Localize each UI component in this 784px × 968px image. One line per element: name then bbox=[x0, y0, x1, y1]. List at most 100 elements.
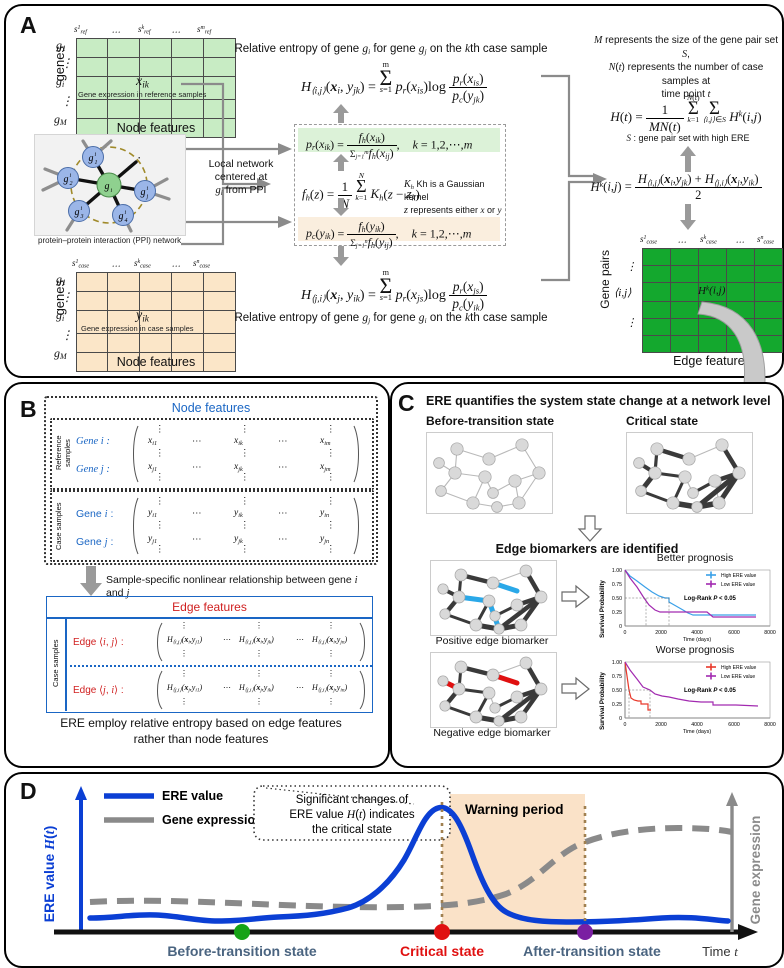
svg-text:8000: 8000 bbox=[764, 722, 776, 728]
ppi-network-graphic: ⋰ g 1 i g 2 i g 3 i g 4 i g j i g i bbox=[41, 139, 171, 233]
svg-text:4000: 4000 bbox=[691, 722, 703, 728]
case-samples-group: Case samples Gene i : Gene j : ⋮⋮⋮ yi1 ⋯… bbox=[50, 490, 374, 562]
svg-text:8000: 8000 bbox=[764, 630, 776, 636]
panel-a-connectors-left bbox=[181, 82, 271, 246]
svg-text:i: i bbox=[81, 206, 83, 212]
panel-c-title: ERE quantifies the system state change a… bbox=[426, 394, 771, 408]
svg-text:6000: 6000 bbox=[728, 630, 740, 636]
ref-col-header-2: skref bbox=[138, 24, 151, 36]
note-right-M-N: M represents the size of the gene pair s… bbox=[593, 35, 778, 100]
node-features-box: Node features Reference samples Gene i :… bbox=[44, 396, 378, 565]
case-matrix-bracket bbox=[133, 497, 359, 555]
svg-text:the critical state: the critical state bbox=[312, 824, 392, 836]
svg-text:Critical state: Critical state bbox=[400, 943, 484, 959]
formula-bottom-title: Relative entropy of gene gj for gene gi … bbox=[234, 312, 548, 326]
reference-samples-label: Reference samples bbox=[54, 435, 72, 471]
ref-col-header-4: smref bbox=[197, 24, 212, 36]
svg-text:Log-Rank P < 0.05: Log-Rank P < 0.05 bbox=[684, 688, 737, 694]
svg-text:Time (days): Time (days) bbox=[683, 637, 711, 643]
formula-top-title: Relative entropy of gene gi for gene gj … bbox=[234, 43, 548, 57]
ref-row-1-name: Gene j : bbox=[76, 464, 110, 475]
svg-text:Time t: Time t bbox=[702, 944, 738, 959]
case-row-header-0: g1 bbox=[56, 272, 66, 288]
svg-text:0: 0 bbox=[624, 630, 627, 636]
plot-better-prognosis: Better prognosis Survival Probability 1.… bbox=[596, 552, 776, 644]
network-negative-biomarker bbox=[430, 652, 557, 728]
case-samples-table bbox=[76, 272, 236, 372]
svg-text:2000: 2000 bbox=[655, 722, 667, 728]
case-samples-label: Case samples bbox=[54, 502, 63, 550]
svg-text:2: 2 bbox=[70, 181, 73, 187]
network-positive-graphic bbox=[437, 564, 548, 635]
reference-samples-table bbox=[76, 38, 236, 138]
svg-text:After-transition state: After-transition state bbox=[523, 943, 661, 959]
svg-text:1.00: 1.00 bbox=[612, 660, 622, 666]
svg-text:0.75: 0.75 bbox=[612, 582, 622, 588]
ref-row-header-0: g1 bbox=[56, 38, 66, 54]
kernel-note-line1: Kh is a Gaussian kernel bbox=[404, 179, 485, 203]
kernel-note: Kh Kh is a Gaussian kernel z represents … bbox=[404, 179, 502, 217]
arrow-down-to-pc bbox=[333, 198, 349, 216]
state-left-label: Before-transition state bbox=[426, 414, 555, 428]
svg-text:g: g bbox=[141, 187, 146, 198]
svg-text:Log-Rank P < 0.05: Log-Rank P < 0.05 bbox=[684, 596, 737, 602]
network-critical-state bbox=[626, 432, 753, 514]
ref-matrix-bracket bbox=[133, 425, 359, 483]
svg-text:i: i bbox=[95, 152, 97, 158]
ppi-network-caption: protein–protein interaction (PPI) networ… bbox=[38, 236, 182, 245]
ref-col-header-3: ⋯ bbox=[171, 27, 180, 37]
svg-text:High ERE value: High ERE value bbox=[721, 573, 757, 579]
edge-features-title: Edge features bbox=[172, 600, 247, 614]
positive-biomarker-caption: Positive edge biomarker bbox=[435, 635, 549, 647]
ref-matrix-cells: ⋮⋮⋮ xi1 ⋯ xik ⋯ xim ⋮⋮⋮ xj1 ⋯ xjk ⋯ xjm … bbox=[148, 425, 336, 483]
svg-text:4: 4 bbox=[125, 217, 128, 224]
ppi-arrow-lower bbox=[186, 216, 292, 228]
svg-text:High ERE value: High ERE value bbox=[721, 665, 757, 671]
edge-row-0-name: Edge ⟨i, j⟩ : bbox=[73, 637, 124, 648]
case-row-header-3: ⋮ bbox=[61, 328, 73, 342]
network-positive-biomarker bbox=[430, 560, 557, 636]
arrow-up-to-pr bbox=[333, 154, 349, 171]
svg-text:j: j bbox=[146, 194, 149, 200]
kernel-density-group bbox=[294, 124, 506, 246]
edge-cell-value: Hk(i,j) bbox=[698, 284, 726, 297]
svg-text:i: i bbox=[147, 186, 149, 192]
ref-row-header-1: ⋮ bbox=[61, 56, 73, 70]
better-prognosis-chart: Survival Probability 1.00 0.75 0.50 0.25… bbox=[599, 568, 776, 643]
better-prognosis-title: Better prognosis bbox=[656, 552, 734, 564]
ref-row-header-3: ⋮ bbox=[61, 94, 73, 108]
edge-matrix-cells-bottom: ⋮⋮⋮ H⟨j,i⟩(xj,yi1) ⋯ H⟨j,i⟩(xj,yik) ⋯ H⟨… bbox=[167, 669, 348, 706]
edge-col-header-1: ⋯ bbox=[677, 237, 686, 247]
panel-b: B Node features Reference samples Gene i… bbox=[4, 382, 390, 768]
ref-inner-caption: Gene expression in reference samples bbox=[78, 90, 207, 99]
state-right-label: Critical state bbox=[626, 414, 699, 428]
ref-table-caption: Node features bbox=[116, 121, 196, 135]
arrow-to-worse-prognosis bbox=[561, 676, 590, 701]
svg-text:0.50: 0.50 bbox=[612, 688, 622, 694]
edge-row-header-0: ⋮ bbox=[626, 261, 637, 273]
svg-text:0.25: 0.25 bbox=[612, 610, 622, 616]
edge-row-1-name: Edge ⟨j, i⟩ : bbox=[73, 685, 124, 696]
svg-text:Time (days): Time (days) bbox=[683, 729, 711, 735]
network-before-graphic bbox=[433, 438, 546, 513]
ref-cell-value: xik bbox=[136, 74, 149, 90]
svg-text:6000: 6000 bbox=[728, 722, 740, 728]
case-row-1-name: Gene j : bbox=[76, 536, 114, 548]
panel-a: A genes s1ref ⋯ skref ⋯ smref g1 ⋮ gi ⋮ … bbox=[4, 4, 784, 378]
set-note: S : gene pair set with high ERE bbox=[626, 133, 750, 143]
svg-text:Before-transition state: Before-transition state bbox=[167, 943, 317, 959]
negative-biomarker-caption: Negative edge biomarker bbox=[433, 727, 551, 739]
case-col-header-4: sncase bbox=[193, 258, 211, 270]
edge-col-header-4: sncase bbox=[757, 234, 775, 246]
equation-pr-row bbox=[298, 128, 500, 152]
panel-b-down-arrow bbox=[80, 566, 102, 596]
svg-text:i: i bbox=[111, 188, 113, 194]
svg-text:Gene expression: Gene expression bbox=[748, 816, 763, 925]
network-critical-graphic bbox=[633, 438, 746, 513]
case-col-header-0: s1case bbox=[72, 258, 90, 270]
equation-pc-row bbox=[298, 217, 500, 241]
